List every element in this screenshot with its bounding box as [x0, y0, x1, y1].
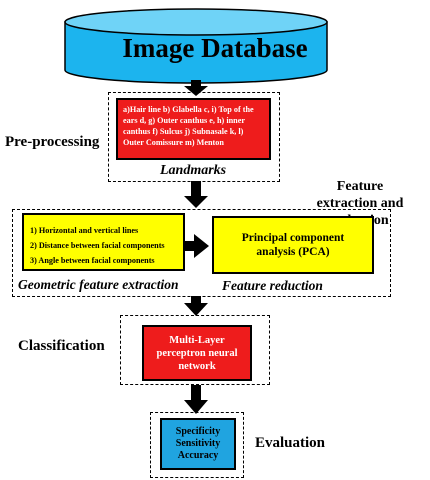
evaluation-group: [150, 412, 244, 478]
mlp-text: Multi-Layer perceptron neural network: [156, 334, 238, 372]
landmarks-box: a)Hair line b) Glabella c, i) Top of the…: [116, 98, 271, 160]
geometric-caption: Geometric feature extraction: [18, 277, 179, 292]
geometric-item: 1) Horizontal and vertical lines: [30, 226, 139, 235]
evaluation-box: Specificity Sensitivity Accuracy: [160, 418, 236, 470]
geometric-item: 2) Distance between facial components: [30, 241, 165, 250]
arrow-geometric-to-pca: [184, 234, 209, 258]
arrow-db-to-preprocessing: [184, 80, 208, 96]
mlp-box: Multi-Layer perceptron neural network: [142, 325, 252, 381]
arrow-preprocessing-to-features: [184, 181, 208, 208]
evaluation-item: Sensitivity: [175, 438, 221, 449]
database-cylinder: [64, 8, 328, 84]
evaluation-label: Evaluation: [255, 435, 326, 451]
geometric-box: 1) Horizontal and vertical lines 2) Dist…: [22, 213, 185, 271]
database-title: Image Database: [122, 33, 308, 63]
classification-label: Classification: [18, 338, 105, 354]
geometric-item: 3) Angle between facial components: [30, 256, 155, 265]
pca-text: Principal component analysis (PCA): [241, 232, 345, 258]
arrow-features-to-classification: [184, 296, 208, 316]
evaluation-item: Accuracy: [177, 450, 219, 461]
landmarks-list: a)Hair line b) Glabella c, i) Top of the…: [123, 105, 254, 147]
pca-box: Principal component analysis (PCA): [212, 216, 374, 274]
feature-group: [12, 209, 391, 297]
reduction-caption: Feature reduction: [222, 278, 323, 293]
preprocessing-group: [108, 92, 280, 182]
arrow-classification-to-evaluation: [184, 385, 208, 414]
landmarks-caption: Landmarks: [160, 163, 227, 178]
evaluation-item: Specificity: [175, 426, 221, 437]
classification-group: [120, 315, 270, 385]
geometric-list: 1) Horizontal and vertical lines 2) Dist…: [30, 223, 165, 268]
preprocessing-label: Pre-processing: [5, 134, 100, 150]
